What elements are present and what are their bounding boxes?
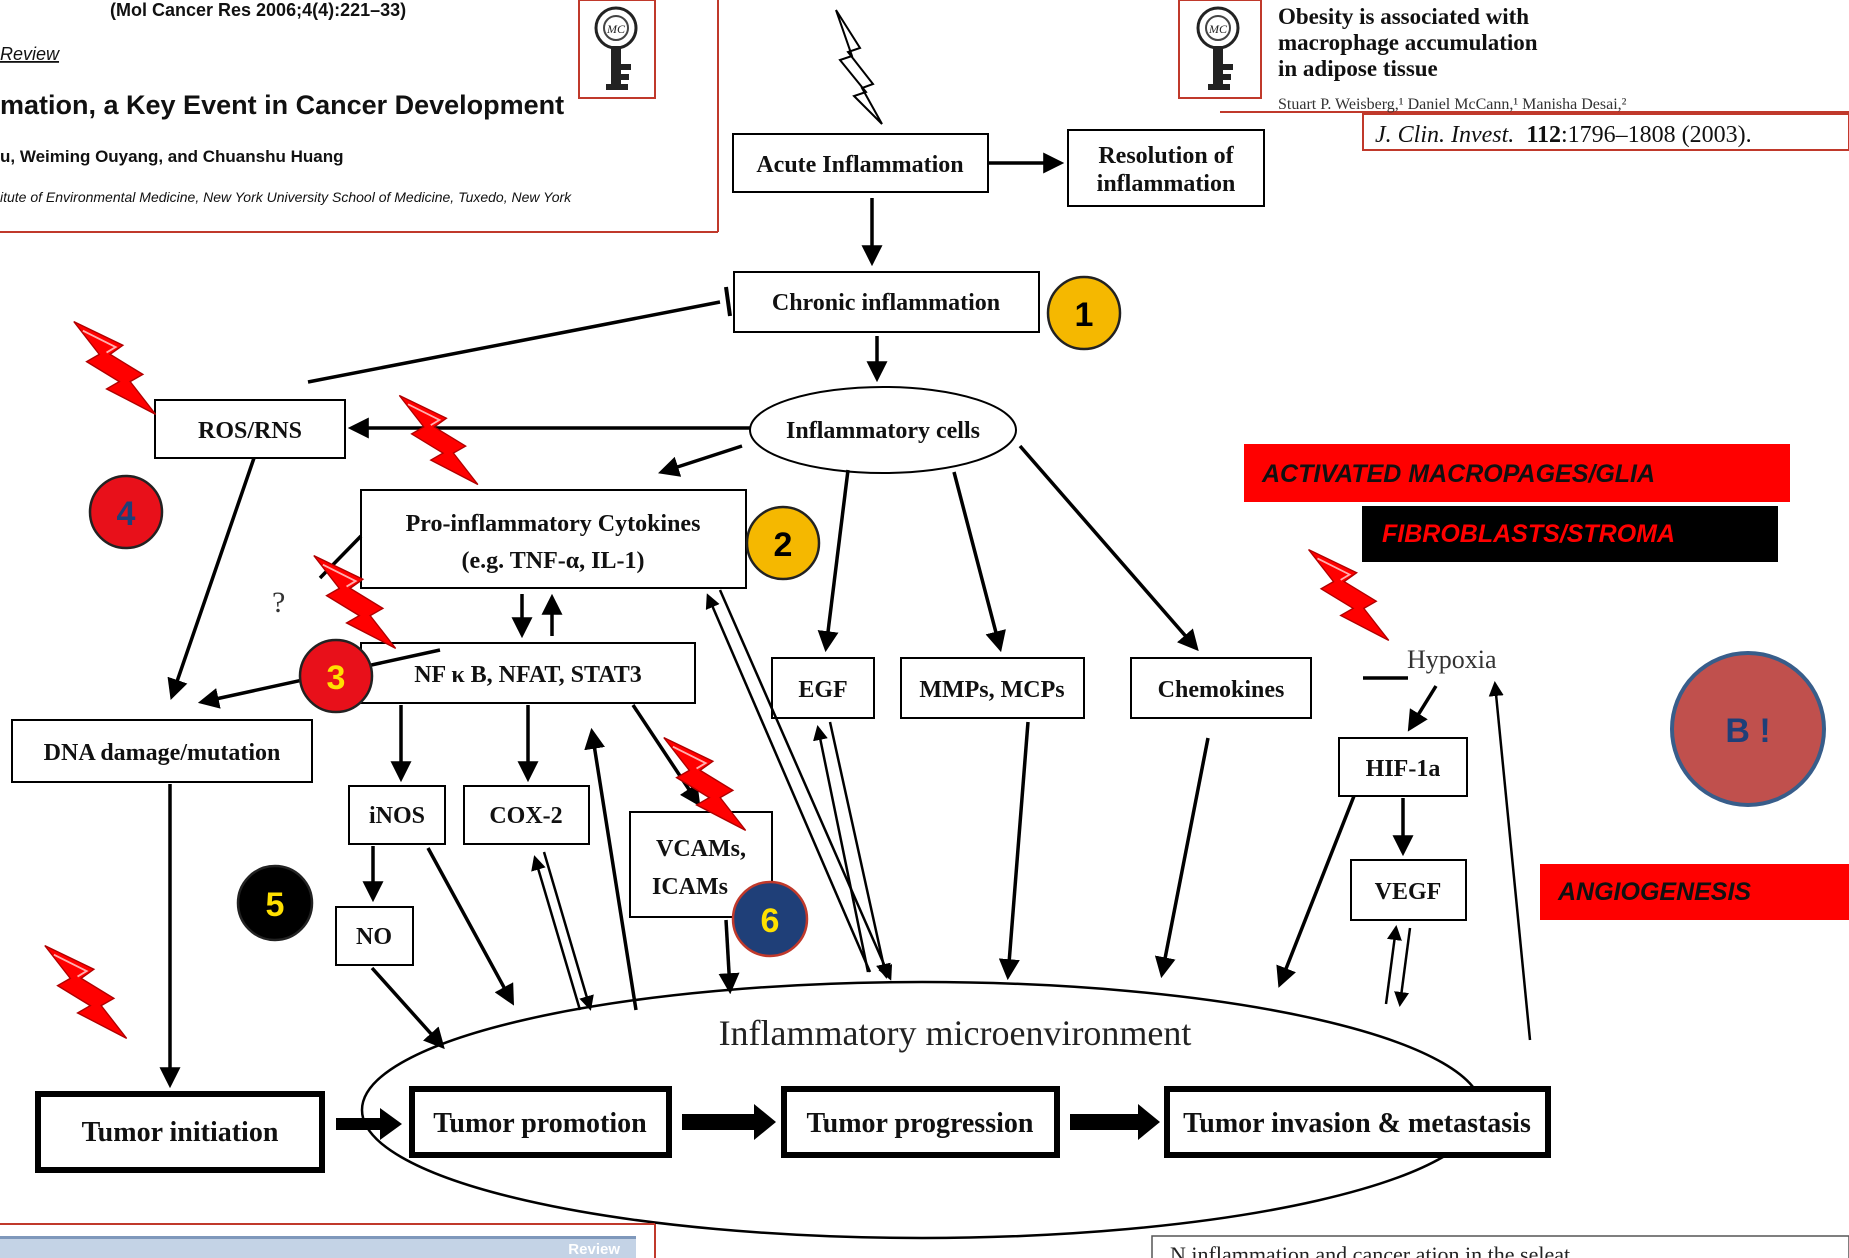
citation-left: (Mol Cancer Res 2006;4(4):221–33) Review… (0, 0, 719, 233)
badge-4: 4 (88, 474, 164, 550)
badge-3-text: 3 (327, 659, 346, 697)
citation-right-pages: :1796–1808 (2003). (1561, 122, 1752, 148)
citation-right-title-line3: in adipose tissue (1278, 56, 1438, 81)
citation-bottom-right: N inflammation and cancer ation in the s… (1151, 1235, 1849, 1258)
citation-left-section: Review (0, 44, 60, 64)
node-no-label: NO (356, 924, 392, 950)
node-tumor-promotion-label: Tumor promotion (433, 1108, 647, 1139)
node-resolution-label-2: inflammation (1097, 171, 1236, 197)
node-nfkb: NF κ B, NFAT, STAT3 (360, 642, 696, 704)
question-mark: ? (272, 586, 285, 619)
citation-right-title-line1: Obesity is associated with (1278, 4, 1529, 29)
node-egf-label: EGF (798, 677, 847, 703)
node-cox2-label: COX-2 (489, 803, 562, 829)
lightning-bolt-icon (1307, 548, 1390, 642)
lightning-bolt-icon (72, 320, 157, 416)
banner-fibroblasts: FIBROBLASTS/STROMA (1362, 506, 1778, 562)
citation-right-journal: J. Clin. Invest. (1375, 122, 1514, 148)
node-mmps: MMPs, MCPs (900, 657, 1085, 719)
svg-text:J. Clin. Invest. 112:179: J. Clin. Invest. 112:1796–1808 (2003). (1375, 122, 1752, 148)
badge-2: 2 (745, 505, 821, 581)
citation-bottom-left: Review (0, 1223, 656, 1258)
node-resolution-label-1: Resolution of (1098, 143, 1234, 169)
node-hif: HIF-1a (1338, 737, 1468, 797)
badge-4-text: 4 (117, 495, 136, 533)
badge-1: 1 (1046, 275, 1122, 351)
node-vcams-label-2: ICAMs (652, 874, 728, 900)
node-inflammatory-cells: Inflammatory cells (749, 386, 1017, 474)
banner-fibroblasts-text: FIBROBLASTS/STROMA (1382, 520, 1675, 548)
citation-right-title-line2: macrophage accumulation (1278, 30, 1538, 55)
diagram-arrows (159, 152, 1532, 1140)
badge-b-bang-text: B ! (1725, 712, 1770, 750)
node-dna-damage: DNA damage/mutation (11, 719, 313, 783)
node-acute-label: Acute Inflammation (756, 152, 963, 178)
node-egf: EGF (771, 657, 875, 719)
lightning-bolt-icon (398, 394, 480, 486)
key-logo-icon (578, 0, 656, 99)
badge-b-bang: B ! (1670, 651, 1826, 807)
node-cytokines-label-2: (e.g. TNF-α, IL-1) (462, 548, 645, 574)
node-tumor-initiation: Tumor initiation (35, 1091, 325, 1173)
citation-left-title: mation, a Key Event in Cancer Developmen… (0, 90, 564, 120)
node-tumor-promotion: Tumor promotion (409, 1086, 672, 1158)
node-dna-label: DNA damage/mutation (44, 740, 281, 766)
banner-activated-macrophages: ACTIVATED MACROPAGES/GLIA (1244, 444, 1790, 502)
node-inos-label: iNOS (369, 803, 425, 829)
node-inos: iNOS (348, 785, 446, 845)
badge-1-text: 1 (1075, 296, 1094, 334)
node-vcams: VCAMs, ICAMs (629, 811, 773, 918)
citation-left-journal: (Mol Cancer Res 2006;4(4):221–33) (110, 0, 406, 20)
badge-6: 6 (731, 880, 809, 958)
label-hypoxia: Hypoxia (1407, 645, 1497, 674)
node-tumor-progression-label: Tumor progression (807, 1108, 1034, 1139)
node-microenvironment: Inflammatory microenvironment (360, 980, 1484, 1240)
node-cytokines-label-1: Pro-inflammatory Cytokines (406, 511, 701, 537)
node-nfkb-label: NF κ B, NFAT, STAT3 (414, 662, 642, 688)
badge-5-text: 5 (266, 886, 285, 924)
node-tumor-invasion: Tumor invasion & metastasis (1164, 1086, 1551, 1158)
banner-activated-macrophages-text: ACTIVATED MACROPAGES/GLIA (1261, 460, 1655, 488)
node-vcams-label-1: VCAMs, (656, 836, 746, 862)
badge-2-text: 2 (774, 526, 793, 564)
node-chronic-inflammation: Chronic inflammation (733, 271, 1040, 333)
badge-3: 3 (298, 638, 374, 714)
banner-angiogenesis: ANGIOGENESIS (1540, 864, 1849, 920)
node-chronic-label: Chronic inflammation (772, 290, 1000, 316)
node-ros-rns: ROS/RNS (154, 399, 346, 459)
node-microenvironment-label: Inflammatory microenvironment (719, 1013, 1192, 1053)
citation-right: Obesity is associated with macrophage ac… (1178, 0, 1849, 151)
node-vegf: VEGF (1350, 859, 1467, 921)
banner-angiogenesis-text: ANGIOGENESIS (1557, 878, 1751, 906)
node-no: NO (335, 906, 414, 966)
node-inflammatory-cells-label: Inflammatory cells (786, 418, 980, 444)
node-resolution: Resolution of inflammation (1067, 129, 1265, 207)
node-cytokines: Pro-inflammatory Cytokines (e.g. TNF-α, … (360, 489, 747, 589)
node-tumor-initiation-label: Tumor initiation (82, 1117, 279, 1148)
citation-right-authors: Stuart P. Weisberg,¹ Daniel McCann,¹ Man… (1278, 96, 1627, 113)
lightning-bolt-icon (43, 944, 128, 1040)
node-vegf-label: VEGF (1375, 879, 1442, 905)
node-tumor-progression: Tumor progression (781, 1086, 1060, 1158)
citation-bottom-left-review: Review (568, 1241, 620, 1258)
lightning-outline-icon (835, 9, 883, 125)
citation-left-authors: u, Weiming Ouyang, and Chuanshu Huang (0, 147, 343, 166)
node-chemokines: Chemokines (1130, 657, 1312, 719)
citation-right-volume: 112 (1526, 122, 1561, 148)
badge-6-text: 6 (761, 902, 780, 940)
citation-bottom-right-fragment: N inflammation and cancer ation in the s… (1170, 1242, 1570, 1258)
node-chemokines-label: Chemokines (1158, 677, 1285, 703)
node-cox2: COX-2 (463, 785, 590, 845)
node-tumor-invasion-label: Tumor invasion & metastasis (1183, 1108, 1531, 1139)
citation-left-affiliation: itute of Environmental Medicine, New Yor… (0, 189, 572, 205)
node-mmps-label: MMPs, MCPs (919, 677, 1064, 703)
node-acute-inflammation: Acute Inflammation (732, 133, 989, 193)
badge-5: 5 (236, 864, 314, 942)
node-hif-label: HIF-1a (1366, 756, 1441, 782)
node-ros-label: ROS/RNS (198, 418, 302, 444)
